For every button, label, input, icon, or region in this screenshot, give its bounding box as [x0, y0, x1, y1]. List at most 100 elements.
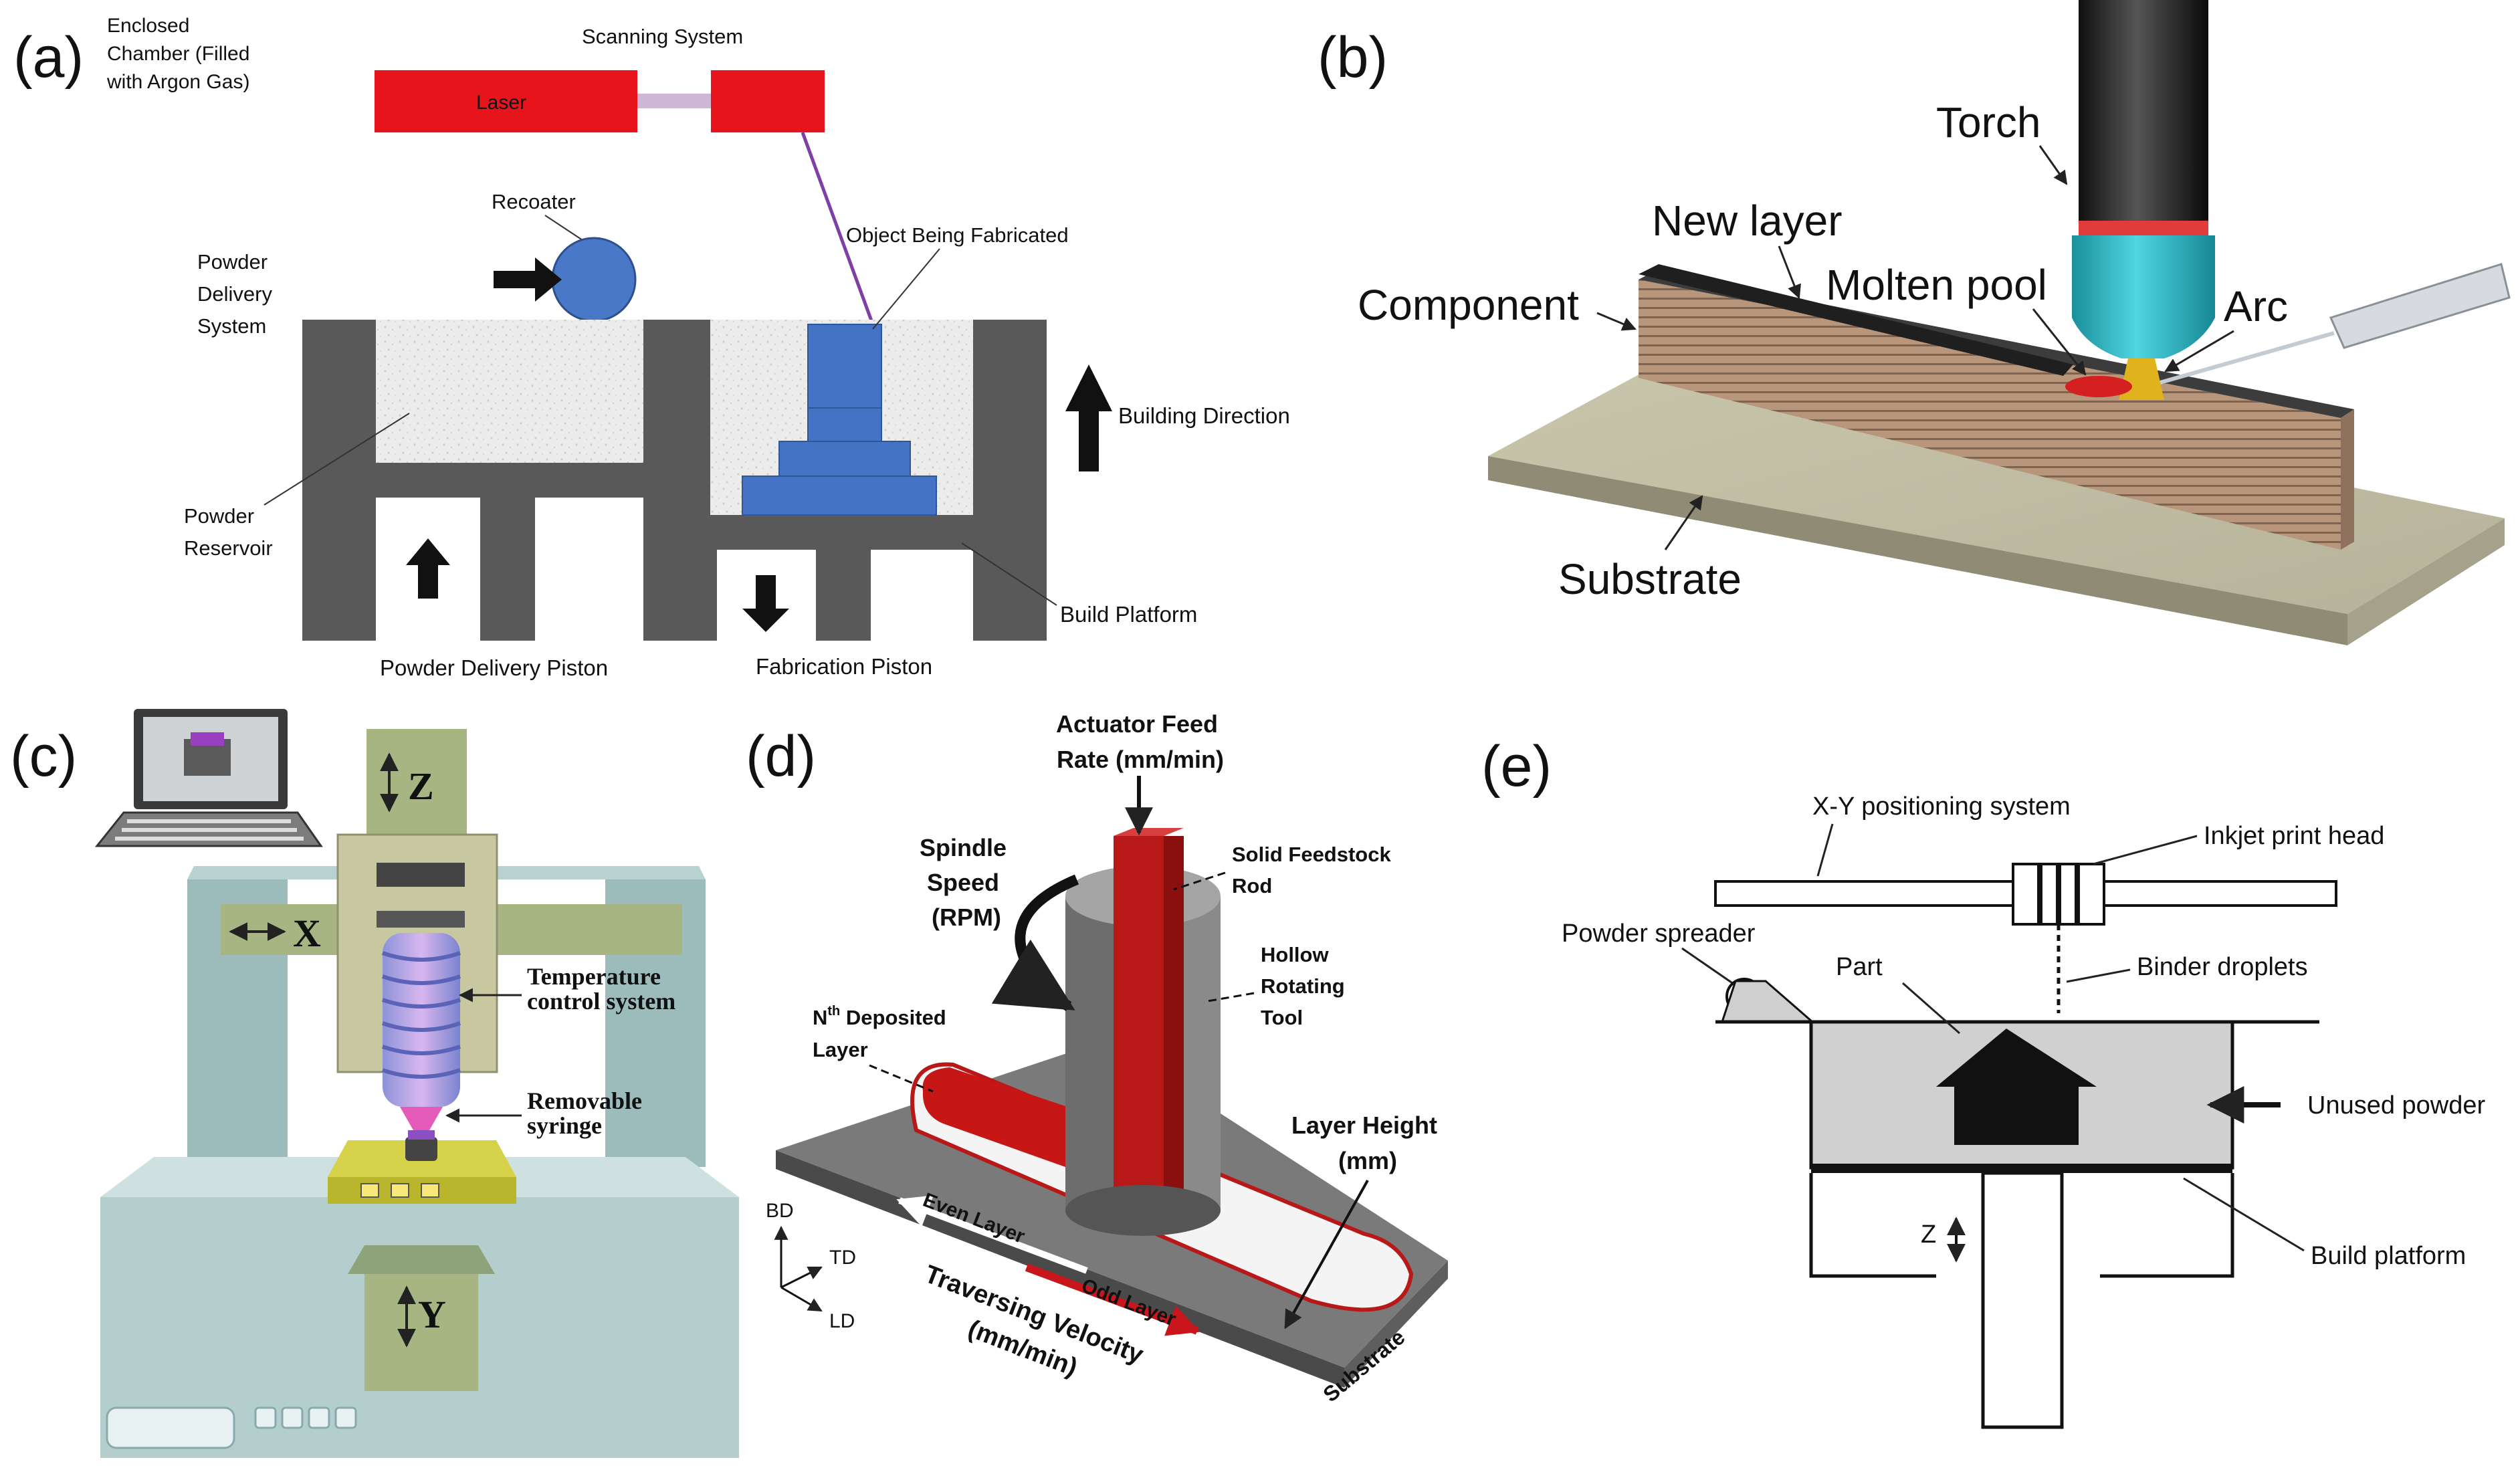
actuator-feed-rate-label: Actuator Feed Rate (mm/min) — [1056, 710, 1225, 773]
spindle-rotation-arrow — [991, 874, 1079, 1011]
recoater-roller — [551, 237, 637, 322]
inkjet-print-head — [2012, 863, 2105, 926]
enclosed-chamber-label: Enclosed Chamber (Filled with Argon Gas) — [106, 15, 255, 93]
binder-droplets-label: Binder droplets — [2137, 953, 2308, 981]
solid-feedstock-rod — [1114, 836, 1164, 1210]
x-axis-label: X — [293, 912, 321, 955]
part-label: Part — [1836, 953, 1883, 981]
panel-e-letter: (e) — [1481, 734, 1552, 799]
removable-syringe-label: Removable syringe — [527, 1087, 648, 1139]
rod-side — [1164, 836, 1184, 1210]
panel-c-letter: (c) — [10, 724, 77, 788]
solid-feedstock-label: Solid Feedstock Rod — [1232, 843, 1396, 897]
xy-positioning-pointer — [1816, 823, 1834, 877]
binder-pointer — [2066, 968, 2131, 983]
hollow-tool-label: Hollow Rotating Tool — [1261, 943, 1350, 1029]
powder-spreader-label: Powder spreader — [1562, 920, 1756, 948]
component-wall-front — [1639, 280, 2341, 550]
hollow-tool-pointer — [1203, 992, 1255, 1003]
removable-syringe — [400, 1107, 443, 1137]
arc-label: Arc — [2224, 282, 2288, 330]
arc-pointer — [2164, 330, 2234, 373]
powder-delivery-system-label: Powder Delivery System — [197, 250, 278, 338]
wire-feeder — [2329, 263, 2511, 349]
fabrication-chamber — [663, 320, 1047, 641]
nth-layer-pointer — [869, 1064, 934, 1093]
scanning-mirror — [711, 70, 825, 132]
feedstock-pointer — [1173, 871, 1226, 891]
powder-spreader-pointer — [1681, 947, 1741, 990]
substrate-plate-side — [2347, 518, 2505, 645]
layer-height-pointer — [1284, 1180, 1369, 1330]
y-axis-stage-top — [348, 1245, 495, 1274]
axis-triad — [774, 1225, 823, 1312]
panel-b-letter: (b) — [1318, 25, 1388, 90]
substrate-pointer — [1664, 495, 1703, 550]
y-axis-label: Y — [418, 1293, 446, 1336]
powder-piston-up-arrow — [406, 538, 450, 599]
tool-bottom — [1065, 1185, 1221, 1236]
new-layer-label: New layer — [1652, 197, 1843, 245]
laser-beam — [801, 132, 875, 325]
object-being-fabricated-label: Object Being Fabricated — [846, 223, 1069, 247]
carriage-clamp-lower — [377, 911, 465, 928]
object-pointer — [872, 248, 940, 330]
inkjet-pointer — [2093, 835, 2198, 865]
panel-d: (d) Actuator Feed Rate (mm/min) Spindle … — [746, 710, 1448, 1406]
nth-layer-label: Nth Deposited Layer — [813, 1004, 952, 1061]
td-label: TD — [829, 1247, 856, 1269]
molten-pool — [2065, 376, 2132, 397]
lower-frame-right — [2100, 1173, 2234, 1278]
scanning-system-label: Scanning System — [582, 25, 743, 48]
platform-shaft — [1981, 1171, 2064, 1429]
recoater-label: Recoater — [492, 190, 576, 213]
powder-delivery-piston-label: Powder Delivery Piston — [380, 655, 608, 680]
build-platform-plate — [1811, 1164, 2232, 1173]
fsw-substrate-side — [1344, 1261, 1448, 1388]
fabrication-piston-down-arrow — [742, 575, 789, 632]
torch-nozzle — [2072, 235, 2215, 358]
laser-source — [375, 70, 637, 132]
torch-pointer — [2038, 145, 2068, 185]
printed-part-top — [408, 1130, 435, 1140]
control-buttons — [254, 1406, 357, 1429]
temperature-control-system — [382, 933, 461, 1107]
build-platform-label: Build Platform — [1060, 602, 1197, 627]
component-label: Component — [1358, 281, 1579, 329]
laser-beam-horizontal — [637, 94, 711, 108]
powder-reservoir-label: Powder Reservoir — [184, 504, 273, 560]
y-axis-stage — [364, 1274, 478, 1391]
unused-powder-label: Unused powder — [2307, 1091, 2486, 1120]
layer-height-label: Layer Height (mm) — [1291, 1111, 1444, 1174]
printed-part — [405, 1137, 437, 1161]
plate-leds — [360, 1183, 439, 1198]
odd-layer-arrow — [1025, 1263, 1200, 1336]
panel-b: (b) Torch New layer Molten pool Arc Comp… — [1318, 0, 2511, 645]
panel-a: (a) Enclosed Chamber (Filled with Argon … — [13, 15, 1290, 680]
panel-c: (c) Z X — [10, 709, 739, 1458]
recoater-push-arrow — [494, 257, 562, 302]
temperature-control-label: Temperature control system — [527, 963, 675, 1015]
xy-positioning-label: X-Y positioning system — [1812, 792, 2071, 821]
bd-label: BD — [766, 1200, 794, 1222]
substrate-plate-top — [1488, 351, 2505, 614]
torch-label: Torch — [1936, 98, 2041, 146]
new-layer-bead — [1639, 264, 2073, 376]
display-panel — [106, 1406, 235, 1449]
powder-spreader-wedge — [1720, 980, 1816, 1023]
powder-reservoir-fill — [376, 320, 643, 463]
z-axis-label: Z — [408, 764, 434, 808]
build-platform-e-label: Build platform — [2311, 1242, 2466, 1270]
laser-label: Laser — [476, 92, 526, 114]
torch-ring — [2079, 221, 2208, 235]
laptop — [94, 709, 323, 847]
molten-pool-pointer — [2032, 308, 2087, 376]
build-platform-pointer — [961, 542, 1057, 606]
panel-d-letter: (d) — [746, 724, 816, 788]
component-wall-end — [2341, 409, 2354, 550]
building-direction-label: Building Direction — [1118, 403, 1290, 428]
substrate-plate-front — [1488, 456, 2347, 645]
lower-frame-left — [1809, 1173, 1936, 1278]
filler-wire — [2160, 331, 2335, 385]
